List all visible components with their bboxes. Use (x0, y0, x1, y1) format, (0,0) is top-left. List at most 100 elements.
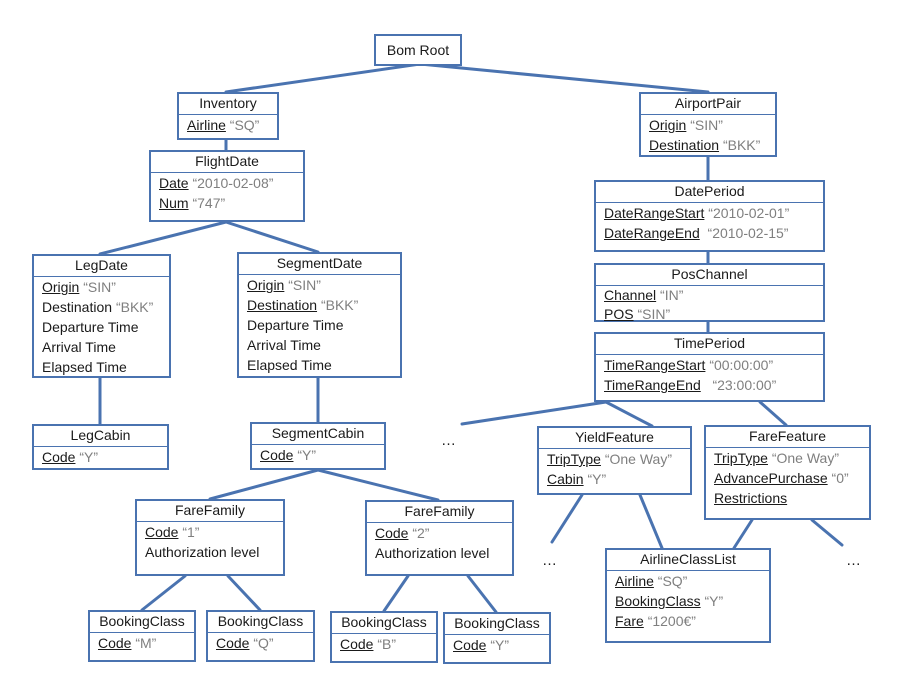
poschannel-attr: Channel “IN” (604, 287, 684, 303)
bookingclass-y-attr: Code “Y” (453, 637, 510, 653)
edge-flightdate-legdate (98, 220, 228, 256)
bookingclass-m-attr: Code “M” (98, 635, 157, 651)
flightdate-attr: Num “747” (159, 195, 226, 211)
farefamily-1-attr: Code “1” (145, 524, 200, 540)
poschannel-title: PosChannel (596, 265, 823, 286)
legdate-attr: Origin “SIN” (42, 279, 116, 295)
airlineclasslist-attr: Fare “1200€” (615, 613, 696, 629)
airportpair-title: AirportPair (641, 94, 775, 115)
airlineclasslist-node: AirlineClassList Airline “SQ” BookingCla… (605, 548, 771, 643)
bookingclass-q-attr: Code “Q” (216, 635, 274, 651)
farefamily-2-attr: Code “2” (375, 525, 430, 541)
bookingclass-y-node: BookingClass Code “Y” (443, 612, 551, 664)
farefeature-attr: TripType “One Way” (714, 450, 839, 466)
segmentdate-title: SegmentDate (239, 254, 400, 275)
bookingclass-b-title: BookingClass (332, 613, 436, 634)
flightdate-title: FlightDate (151, 152, 303, 173)
edge-farefamily1-bookingm (140, 574, 187, 612)
inventory-title: Inventory (179, 94, 277, 115)
edge-timeperiod-farefeature (758, 400, 788, 427)
timeperiod-attr: TimeRangeStart “00:00:00” (604, 357, 774, 373)
edge-farefamily1-bookingq (226, 574, 262, 612)
yieldfeature-attr: Cabin “Y” (547, 471, 607, 487)
edge-farefeature-ellipsis (810, 518, 844, 547)
segmentcabin-attr: Code “Y” (260, 447, 317, 463)
segmentdate-attr: Destination “BKK” (247, 297, 359, 313)
poschannel-attr: POS “SIN” (604, 306, 671, 322)
edge-segmentcabin-farefamily1 (208, 468, 320, 501)
legdate-attr: Arrival Time (42, 339, 116, 355)
legcabin-title: LegCabin (34, 426, 167, 447)
timeperiod-title: TimePeriod (596, 334, 823, 355)
dateperiod-attr: DateRangeEnd “2010-02-15” (604, 225, 789, 241)
edge-root-inventory (224, 62, 422, 94)
bom-root-node: Bom Root (374, 34, 462, 66)
legcabin-attr: Code “Y” (42, 449, 99, 465)
bookingclass-b-node: BookingClass Code “B” (330, 611, 438, 663)
ellipsis-farefeature: … (846, 552, 861, 569)
segmentdate-attr: Arrival Time (247, 337, 321, 353)
yieldfeature-attr: TripType “One Way” (547, 451, 672, 467)
farefamily-1-node: FareFamily Code “1” Authorization level (135, 499, 285, 576)
dateperiod-attr: DateRangeStart “2010-02-01” (604, 205, 790, 221)
edge-farefamily2-bookingb (382, 574, 410, 613)
segmentdate-attr: Departure Time (247, 317, 344, 333)
edge-timeperiod-ellipsis (460, 400, 608, 426)
bookingclass-m-node: BookingClass Code “M” (88, 610, 196, 662)
farefeature-attr: AdvancePurchase “0” (714, 470, 849, 486)
edge-farefamily2-bookingy (466, 574, 498, 614)
segmentcabin-title: SegmentCabin (252, 424, 384, 445)
edge-root-airportpair (418, 62, 710, 94)
dateperiod-node: DatePeriod DateRangeStart “2010-02-01” D… (594, 180, 825, 252)
bookingclass-q-title: BookingClass (208, 612, 313, 633)
bookingclass-q-node: BookingClass Code “Q” (206, 610, 315, 662)
farefeature-attr: Restrictions (714, 490, 788, 506)
airlineclasslist-title: AirlineClassList (607, 550, 769, 571)
timeperiod-node: TimePeriod TimeRangeStart “00:00:00” Tim… (594, 332, 825, 402)
edge-yieldfeature-airlineclasslist (638, 493, 664, 550)
flightdate-node: FlightDate Date “2010-02-08” Num “747” (149, 150, 305, 222)
edge-yieldfeature-ellipsis (550, 493, 584, 544)
timeperiod-attr: TimeRangeEnd “23:00:00” (604, 377, 777, 393)
bom-root-title: Bom Root (386, 42, 450, 58)
farefamily-1-attr: Authorization level (145, 544, 260, 560)
segmentdate-node: SegmentDate Origin “SIN” Destination “BK… (237, 252, 402, 378)
ellipsis-yieldfeature: … (542, 552, 557, 569)
airportpair-attr: Destination “BKK” (649, 137, 761, 153)
segmentdate-attr: Elapsed Time (247, 357, 332, 373)
airportpair-attr: Origin “SIN” (649, 117, 723, 133)
bookingclass-y-title: BookingClass (445, 614, 549, 635)
airportpair-node: AirportPair Origin “SIN” Destination “BK… (639, 92, 777, 157)
inventory-attr: Airline “SQ” (187, 117, 260, 133)
farefamily-2-title: FareFamily (367, 502, 512, 523)
legdate-node: LegDate Origin “SIN” Destination “BKK” D… (32, 254, 171, 378)
farefeature-node: FareFeature TripType “One Way” AdvancePu… (704, 425, 871, 520)
ellipsis-timeperiod: … (441, 432, 456, 449)
segmentdate-attr: Origin “SIN” (247, 277, 321, 293)
legdate-attr: Elapsed Time (42, 359, 127, 375)
farefamily-1-title: FareFamily (137, 501, 283, 522)
legdate-title: LegDate (34, 256, 169, 277)
bookingclass-m-title: BookingClass (90, 612, 194, 633)
legdate-attr: Destination “BKK” (42, 299, 154, 315)
farefamily-2-attr: Authorization level (375, 545, 490, 561)
edge-flightdate-segmentdate (224, 220, 320, 254)
segmentcabin-node: SegmentCabin Code “Y” (250, 422, 386, 470)
inventory-node: Inventory Airline “SQ” (177, 92, 279, 140)
edge-timeperiod-yieldfeature (604, 400, 654, 428)
legcabin-node: LegCabin Code “Y” (32, 424, 169, 470)
yieldfeature-title: YieldFeature (539, 428, 690, 449)
airlineclasslist-attr: BookingClass “Y” (615, 593, 724, 609)
bookingclass-b-attr: Code “B” (340, 636, 397, 652)
farefamily-2-node: FareFamily Code “2” Authorization level (365, 500, 514, 576)
edge-farefeature-airlineclasslist (732, 518, 754, 550)
dateperiod-title: DatePeriod (596, 182, 823, 203)
flightdate-attr: Date “2010-02-08” (159, 175, 274, 191)
yieldfeature-node: YieldFeature TripType “One Way” Cabin “Y… (537, 426, 692, 495)
airlineclasslist-attr: Airline “SQ” (615, 573, 688, 589)
legdate-attr: Departure Time (42, 319, 139, 335)
poschannel-node: PosChannel Channel “IN” POS “SIN” (594, 263, 825, 322)
farefeature-title: FareFeature (706, 427, 869, 448)
edge-segmentcabin-farefamily2 (316, 468, 440, 502)
